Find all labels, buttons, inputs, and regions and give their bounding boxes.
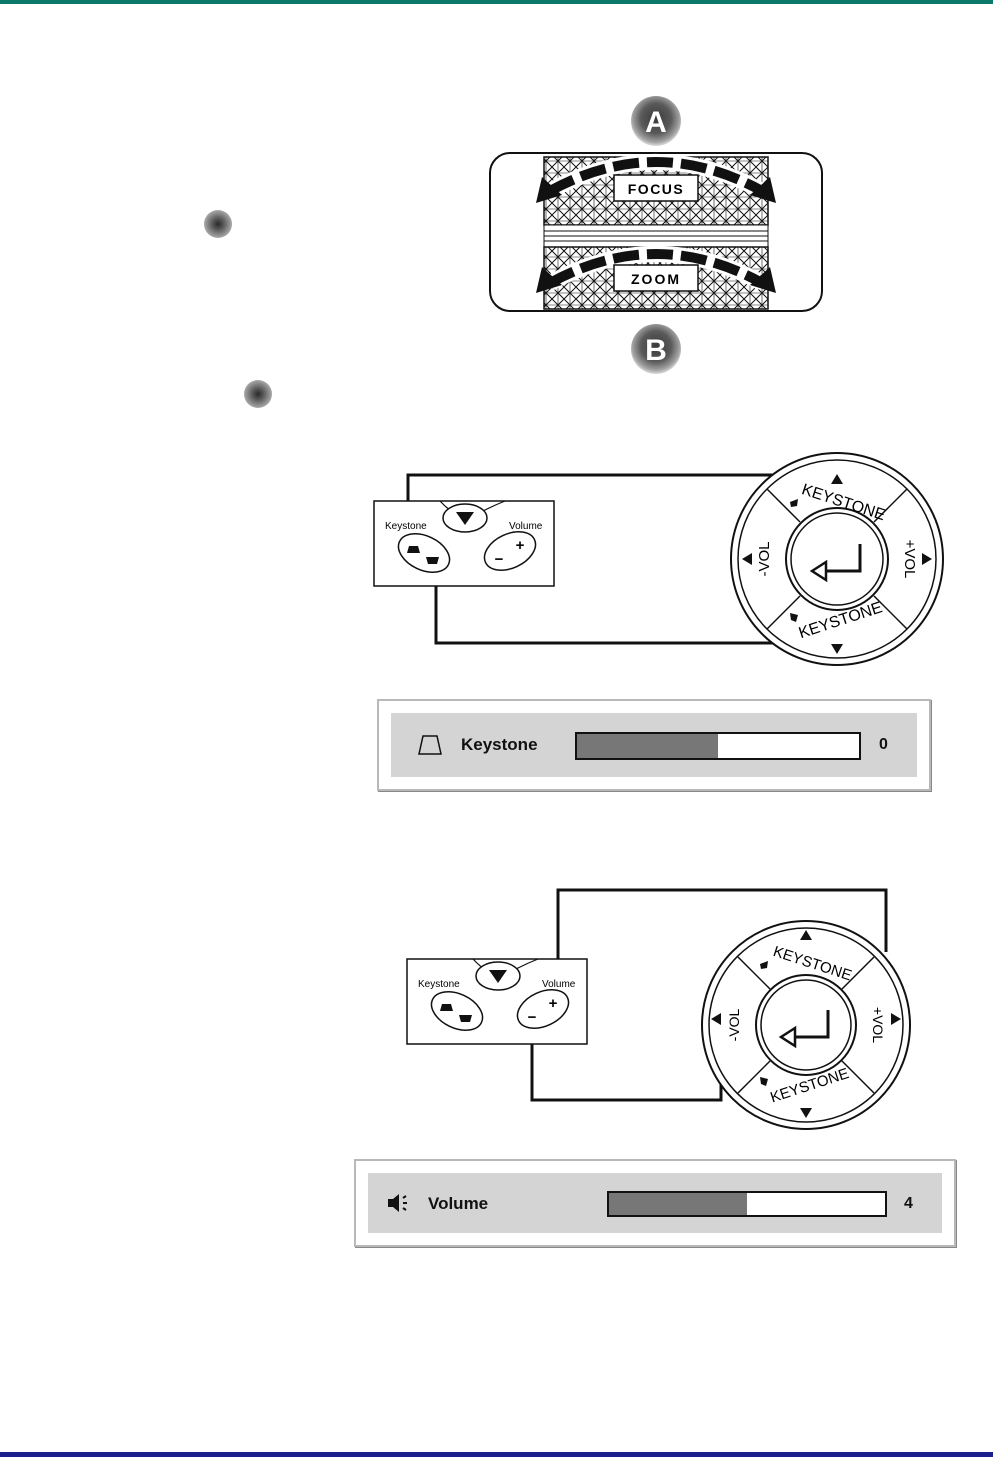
callout-b: B bbox=[631, 324, 681, 374]
panel-volume-rocker[interactable] bbox=[478, 524, 541, 578]
up-arrow-icon bbox=[800, 930, 812, 940]
keystone-osd-value: 0 bbox=[879, 736, 888, 753]
callout-a-letter: A bbox=[645, 106, 667, 139]
projector-control-panel: Keystone Volume + − bbox=[406, 958, 588, 1045]
plus-icon: + bbox=[516, 537, 525, 554]
keystone-up-trapezoid-icon bbox=[407, 546, 420, 553]
bottom-rule bbox=[0, 1452, 993, 1457]
volume-level-bar[interactable] bbox=[607, 1191, 887, 1217]
panel-volume-rocker[interactable] bbox=[511, 982, 574, 1036]
right-arrow-icon bbox=[922, 553, 932, 565]
enter-icon bbox=[793, 1010, 830, 1039]
pad-vol-plus-label[interactable]: +VOL bbox=[870, 1007, 886, 1043]
volume-level-fill bbox=[609, 1193, 747, 1215]
keystone-down-leader-line bbox=[434, 566, 833, 645]
remote-enter-button[interactable] bbox=[760, 979, 852, 1071]
lens-focus-zoom-diagram: FOCUS ZOOM A B bbox=[489, 96, 823, 374]
keystone-down-trapezoid-icon bbox=[459, 1015, 472, 1022]
enter-icon bbox=[824, 544, 862, 573]
keystone-osd-label: Keystone bbox=[461, 735, 538, 754]
minus-icon: − bbox=[495, 551, 504, 568]
volume-osd-value: 4 bbox=[904, 1195, 913, 1212]
down-arrow-icon bbox=[456, 512, 474, 525]
keystone-up-trapezoid-icon bbox=[790, 499, 798, 507]
focus-label: FOCUS bbox=[628, 181, 685, 197]
panel-volume-label: Volume bbox=[509, 521, 543, 532]
volume-osd-window: Volume 4 bbox=[354, 1159, 956, 1247]
projector-control-panel: Keystone Volume + − bbox=[373, 500, 555, 587]
zoom-label: ZOOM bbox=[631, 271, 681, 287]
volume-osd-panel: Volume 4 bbox=[368, 1173, 942, 1233]
left-arrow-icon bbox=[711, 1013, 721, 1025]
down-arrow-icon bbox=[800, 1108, 812, 1118]
plus-icon: + bbox=[549, 995, 558, 1012]
keystone-down-trapezoid-icon bbox=[790, 613, 798, 622]
pad-vol-plus-label[interactable]: +VOL bbox=[901, 540, 918, 579]
speaker-icon bbox=[388, 1194, 407, 1212]
keystone-button-diagram: Keystone Volume + − KEYSTONE KEYSTONE -V… bbox=[373, 452, 944, 666]
keystone-osd-panel: Keystone 0 bbox=[391, 713, 917, 777]
lens-separator bbox=[543, 224, 769, 248]
callout-a: A bbox=[631, 96, 681, 146]
remote-navigation-pad: KEYSTONE KEYSTONE -VOL +VOL bbox=[730, 452, 944, 666]
keystone-up-trapezoid-icon bbox=[760, 961, 768, 969]
keystone-down-trapezoid-icon bbox=[760, 1077, 768, 1086]
left-arrow-icon bbox=[742, 553, 752, 565]
volume-button-diagram: Keystone Volume + − KEYSTONE KEYSTONE -V… bbox=[406, 888, 911, 1130]
focus-rotation-arrow bbox=[547, 157, 765, 196]
keystone-level-fill bbox=[577, 734, 718, 758]
volume-up-leader-line bbox=[556, 888, 888, 970]
keystone-down-trapezoid-icon bbox=[426, 557, 439, 564]
minus-icon: − bbox=[528, 1009, 537, 1026]
callout-b-letter: B bbox=[645, 334, 667, 367]
right-arrow-icon bbox=[891, 1013, 901, 1025]
pad-vol-minus-label[interactable]: -VOL bbox=[726, 1008, 742, 1041]
panel-keystone-label: Keystone bbox=[385, 521, 427, 532]
panel-volume-label: Volume bbox=[542, 979, 576, 990]
bullet-marker-b bbox=[244, 380, 272, 408]
zoom-rotation-arrow bbox=[547, 249, 765, 288]
remote-navigation-pad: KEYSTONE KEYSTONE -VOL +VOL bbox=[701, 920, 911, 1130]
keystone-trapezoid-icon bbox=[418, 735, 442, 755]
pad-vol-minus-label[interactable]: -VOL bbox=[756, 541, 773, 576]
up-arrow-icon bbox=[831, 474, 843, 484]
bullet-marker-a bbox=[204, 210, 232, 238]
keystone-up-trapezoid-icon bbox=[440, 1004, 453, 1011]
panel-keystone-label: Keystone bbox=[418, 979, 460, 990]
remote-enter-button[interactable] bbox=[790, 512, 884, 606]
down-arrow-icon bbox=[489, 970, 507, 983]
top-rule bbox=[0, 0, 993, 4]
down-arrow-icon bbox=[831, 644, 843, 654]
keystone-osd-window: Keystone 0 bbox=[377, 699, 931, 791]
volume-osd-label: Volume bbox=[428, 1194, 489, 1213]
keystone-level-bar[interactable] bbox=[575, 732, 861, 760]
